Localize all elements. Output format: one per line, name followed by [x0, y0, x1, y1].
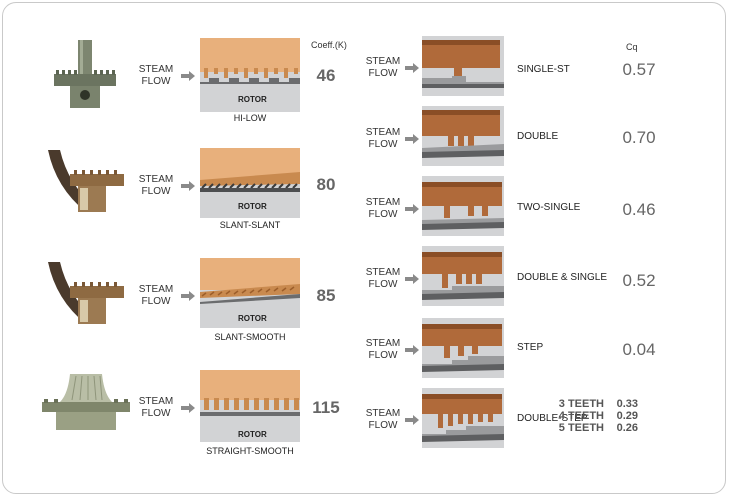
arrow-right-icon	[181, 403, 195, 413]
cq-value: 0.57	[622, 60, 656, 79]
single-st-labyrinth-diagram	[422, 36, 504, 96]
rotor-label: ROTOR	[238, 202, 267, 211]
rotor-label: ROTOR	[238, 314, 267, 323]
arrow-right-icon	[181, 71, 195, 81]
cq-header: Cq	[626, 42, 638, 52]
slant-slant-seal-diagram	[200, 148, 300, 218]
seal-type-caption: SLANT-SLANT	[219, 220, 281, 230]
arrow-right-icon	[405, 274, 419, 284]
teeth-cq-value: 0.33	[616, 398, 638, 410]
two-single-labyrinth-diagram	[422, 176, 504, 236]
rotor-label: ROTOR	[238, 95, 267, 104]
rotor-label: ROTOR	[238, 430, 267, 439]
arrow-right-icon	[181, 291, 195, 301]
seal-type-caption: HI-LOW	[233, 113, 267, 123]
arrow-right-icon	[181, 181, 195, 191]
hi-low-seal-ring-image	[50, 40, 120, 112]
coefficient-value: 46	[316, 66, 336, 85]
step-labyrinth-diagram	[422, 318, 504, 378]
double-labyrinth-diagram	[422, 106, 504, 166]
teeth-count: 4 TEETH	[558, 410, 604, 422]
cq-value: 0.04	[622, 340, 656, 359]
arrow-right-icon	[405, 63, 419, 73]
coefficient-value: 80	[316, 175, 336, 194]
teeth-count: 3 TEETH	[558, 398, 604, 410]
double-and-single-labyrinth-diagram	[422, 246, 504, 306]
labyrinth-type-label: DOUBLE & SINGLE	[517, 272, 608, 283]
coefficient-value: 115	[312, 398, 340, 417]
straight-smooth-seal-ring-image	[40, 374, 132, 438]
teeth-cq-value: 0.26	[616, 422, 638, 434]
hi-low-seal-diagram	[200, 38, 300, 112]
teeth-count: 5 TEETH	[558, 422, 604, 434]
seal-type-caption: SLANT-SMOOTH	[214, 332, 286, 342]
teeth-cq-value: 0.29	[616, 410, 638, 422]
coefficient-value: 85	[316, 286, 336, 305]
arrow-right-icon	[405, 415, 419, 425]
slant-slant-seal-ring-image	[46, 148, 126, 220]
teeth-row: 3 TEETH 0.33	[552, 398, 638, 410]
cq-value: 0.70	[622, 128, 656, 147]
arrow-right-icon	[405, 134, 419, 144]
teeth-row: 5 TEETH 0.26	[552, 422, 638, 434]
labyrinth-type-label: SINGLE-ST	[517, 64, 570, 75]
labyrinth-type-label: DOUBLE	[517, 131, 559, 142]
coeff-header: Coeff.(K)	[311, 40, 347, 50]
double-step-labyrinth-diagram	[422, 388, 504, 448]
labyrinth-type-label: TWO-SINGLE	[517, 202, 581, 213]
cq-value: 0.46	[622, 200, 656, 219]
labyrinth-type-label: DOUBLE-STEP	[517, 413, 588, 424]
slant-smooth-seal-diagram	[200, 258, 300, 328]
cq-value: 0.52	[622, 271, 656, 290]
double-step-teeth-table: 3 TEETH 0.33 4 TEETH 0.29 5 TEETH 0.26	[552, 398, 638, 434]
arrow-right-icon	[405, 345, 419, 355]
arrow-right-icon	[405, 204, 419, 214]
slant-smooth-seal-ring-image	[46, 260, 126, 332]
straight-smooth-seal-diagram	[200, 370, 300, 442]
seal-type-caption: STRAIGHT-SMOOTH	[206, 446, 294, 456]
teeth-row: 4 TEETH 0.29	[552, 410, 638, 422]
labyrinth-type-label: STEP	[517, 342, 544, 353]
